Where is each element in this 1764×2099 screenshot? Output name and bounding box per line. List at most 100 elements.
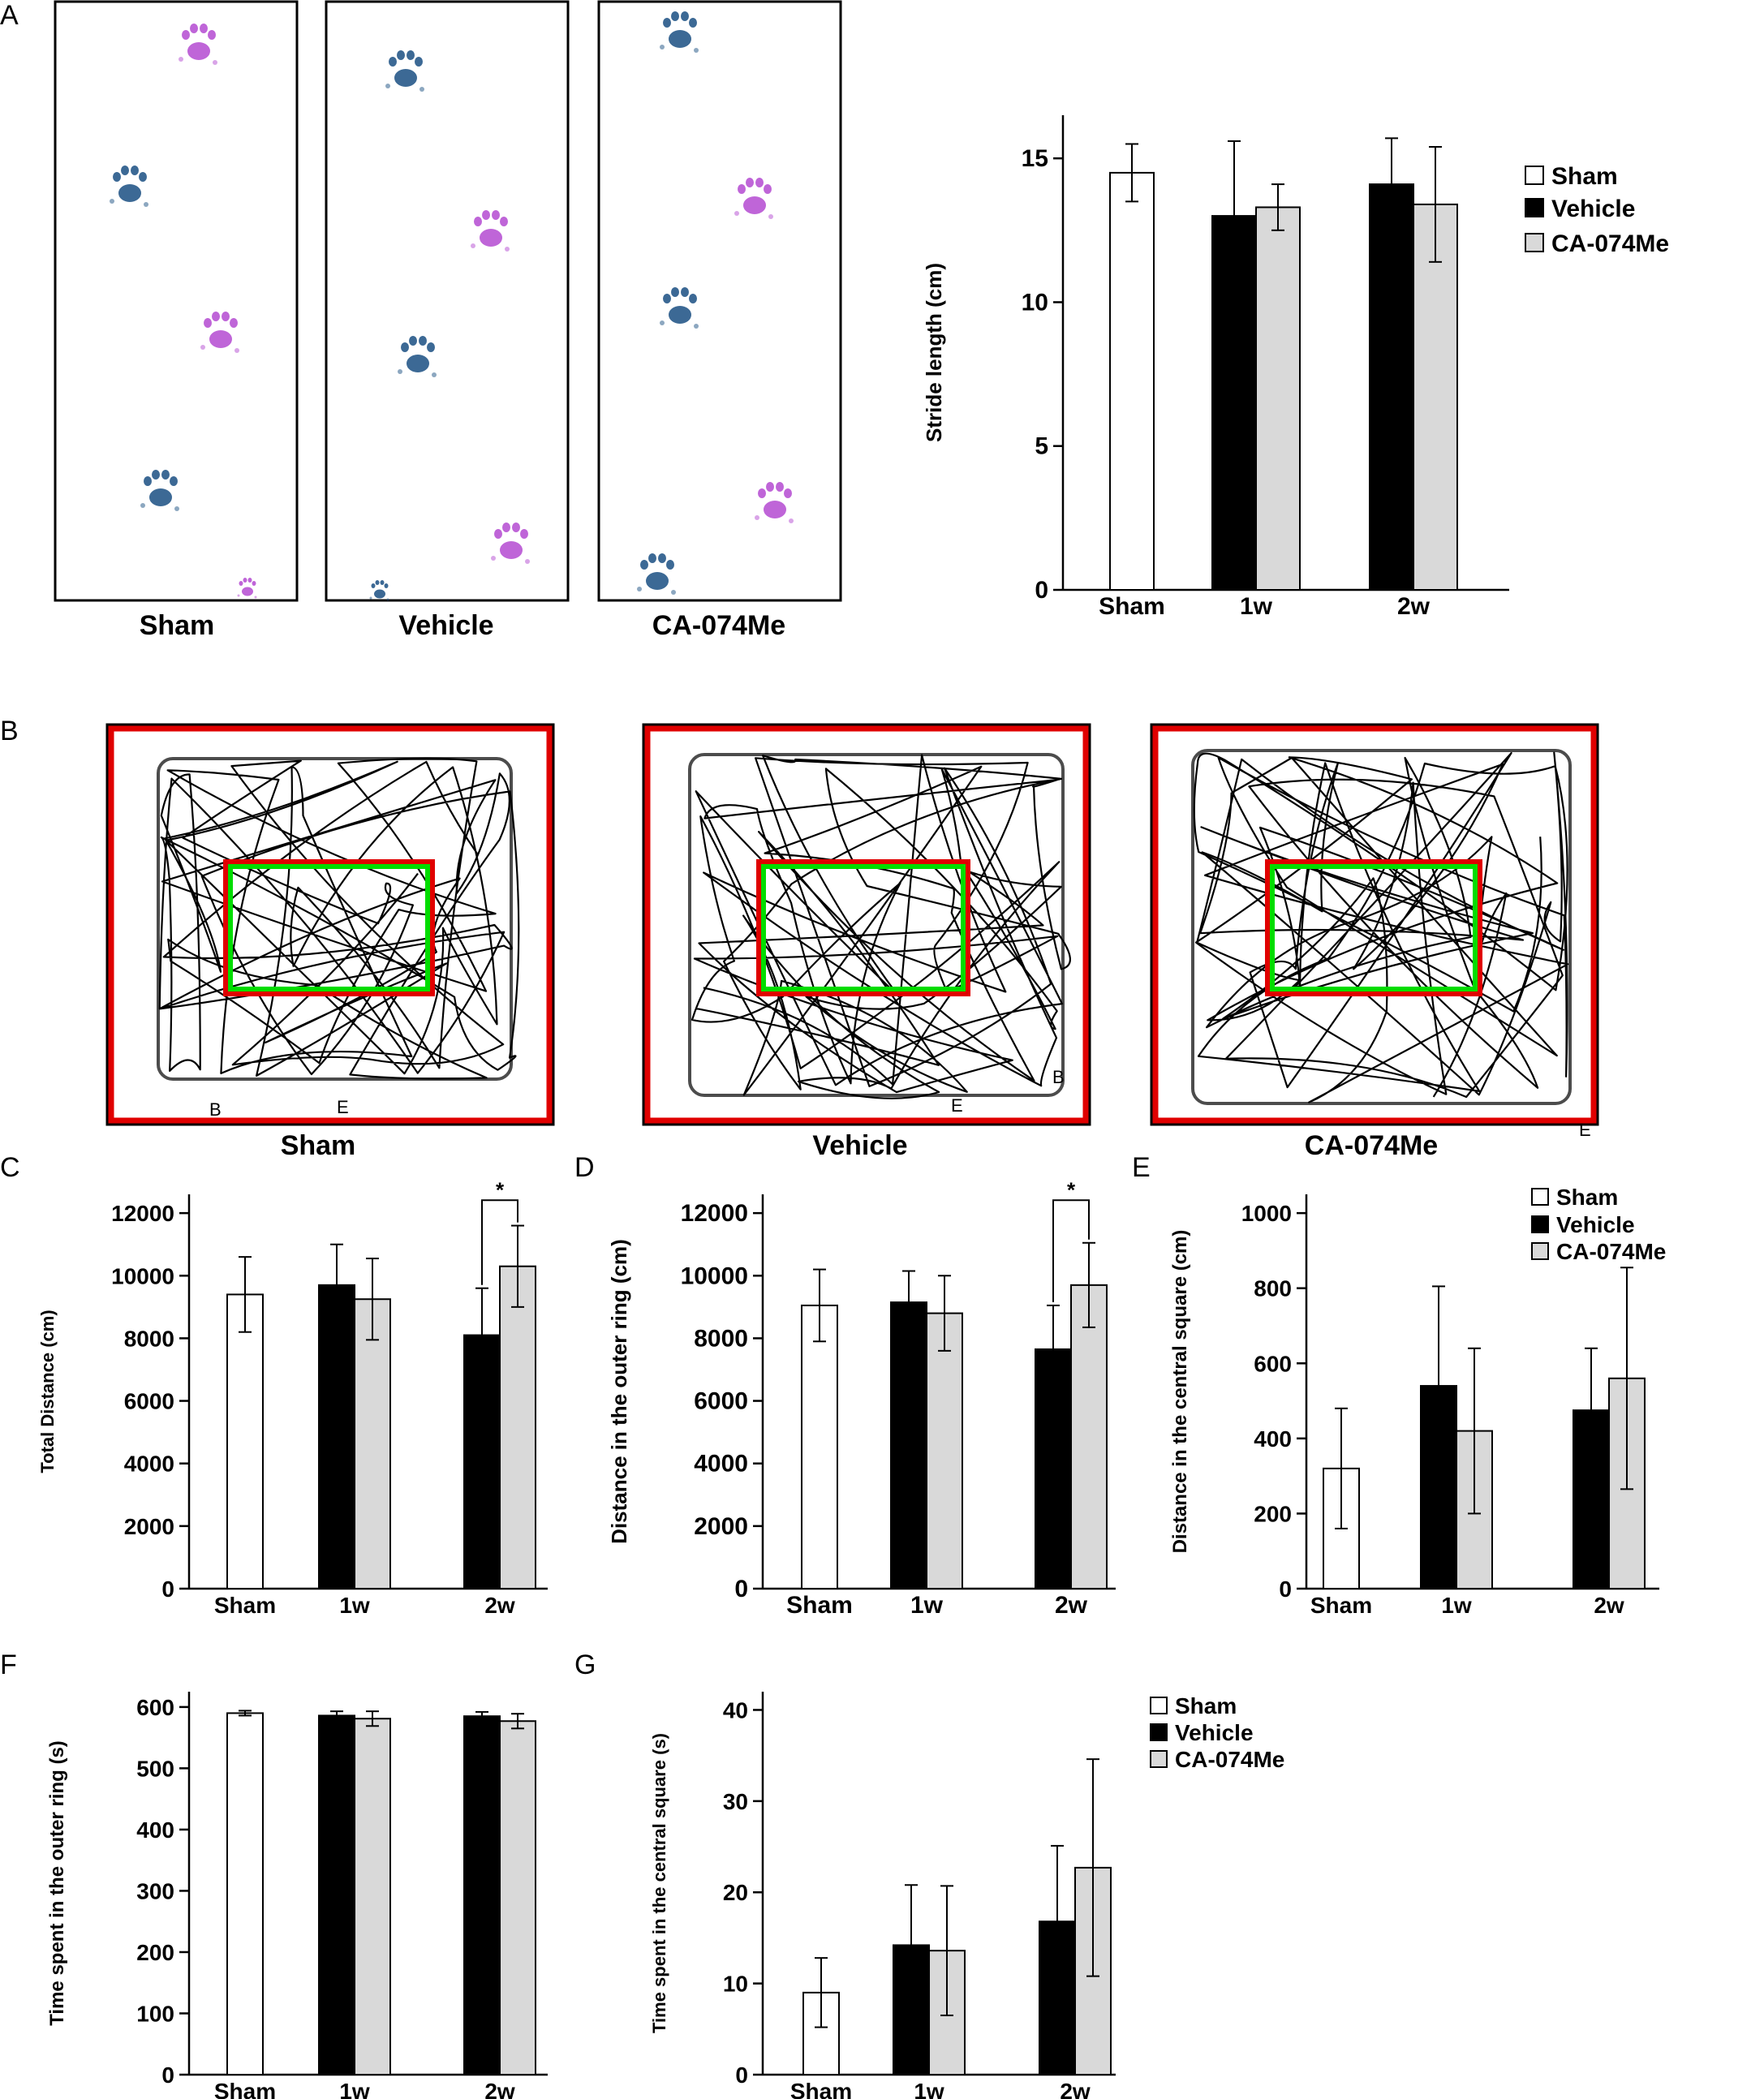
y-tick-label: 5 bbox=[1035, 433, 1048, 460]
y-tick-label: 200 bbox=[1254, 1501, 1292, 1526]
bar-sham-sham bbox=[226, 1293, 264, 1590]
panel-letter-b: B bbox=[0, 716, 19, 746]
panel-letter-c: C bbox=[0, 1152, 20, 1183]
panel-letter-d: D bbox=[574, 1152, 595, 1183]
bar-ca-074me-2w bbox=[499, 1720, 536, 2075]
paw-print bbox=[110, 166, 148, 207]
significance-bracket bbox=[481, 1199, 518, 1285]
y-tick-label: 0 bbox=[735, 2062, 748, 2088]
paw-print bbox=[660, 287, 699, 329]
y-tick-label: 800 bbox=[1254, 1276, 1292, 1301]
y-axis-label: Time spent in the outer ring (s) bbox=[46, 1740, 68, 2026]
legend-label-sham: Sham bbox=[1175, 1693, 1237, 1718]
x-tick-label: Sham bbox=[790, 2079, 852, 2099]
y-tick-label: 8000 bbox=[694, 1325, 748, 1352]
paw-print bbox=[140, 470, 179, 511]
panel-letter-g: G bbox=[574, 1650, 596, 1680]
bar-sham-sham bbox=[801, 1304, 838, 1590]
y-tick-label: 200 bbox=[136, 1940, 174, 1965]
bar-ca-074me-2w bbox=[1413, 203, 1458, 591]
y-tick-label: 10000 bbox=[681, 1262, 748, 1289]
x-tick-label: 1w bbox=[914, 2079, 944, 2099]
begin-marker: B bbox=[1052, 1067, 1065, 1087]
legend-swatch-vehicle bbox=[1525, 198, 1544, 217]
y-tick-label: 6000 bbox=[694, 1388, 748, 1415]
bar-sham-sham bbox=[1109, 171, 1155, 591]
footprint-label-ca074me: CA-074Me bbox=[652, 610, 785, 641]
y-tick-label: 0 bbox=[1035, 577, 1048, 604]
x-tick-label: Sham bbox=[786, 1592, 853, 1619]
bar-vehicle-1w bbox=[318, 1714, 355, 2076]
end-marker: E bbox=[337, 1097, 349, 1117]
paw-print bbox=[237, 578, 257, 599]
y-tick-label: 12000 bbox=[681, 1200, 748, 1227]
paw-print bbox=[179, 24, 217, 65]
legend-label-vehicle: Vehicle bbox=[1556, 1212, 1635, 1237]
x-tick-label: 2w bbox=[484, 1593, 515, 1618]
y-tick-label: 1000 bbox=[1241, 1201, 1292, 1226]
bar-vehicle-1w bbox=[318, 1284, 355, 1590]
legend-swatch-sham bbox=[1525, 166, 1544, 185]
significance-star: * bbox=[496, 1177, 505, 1202]
x-tick-label: Sham bbox=[1099, 593, 1165, 620]
y-tick-label: 0 bbox=[161, 1576, 174, 1602]
bar-ca-074me-1w bbox=[354, 1718, 391, 2075]
y-tick-label: 400 bbox=[1254, 1426, 1292, 1452]
y-tick-label: 30 bbox=[723, 1789, 748, 1814]
y-tick-label: 0 bbox=[734, 1576, 748, 1602]
track-panel-vehicle: B E bbox=[642, 723, 1091, 1126]
y-tick-label: 15 bbox=[1022, 145, 1048, 172]
y-tick-label: 0 bbox=[1279, 1576, 1292, 1602]
begin-marker: B bbox=[209, 1099, 222, 1120]
paw-print bbox=[637, 553, 676, 595]
x-tick-label: Sham bbox=[214, 2079, 276, 2099]
x-tick-label: 2w bbox=[1055, 1592, 1088, 1619]
end-marker: E bbox=[1579, 1120, 1591, 1140]
track-label-ca074me: CA-074Me bbox=[1305, 1130, 1438, 1161]
bar-sham-sham bbox=[226, 1712, 264, 2075]
x-tick-label: 2w bbox=[1594, 1593, 1624, 1618]
x-tick-label: 1w bbox=[1441, 1593, 1472, 1618]
y-tick-label: 500 bbox=[136, 1756, 174, 1781]
footprint-label-sham: Sham bbox=[140, 610, 215, 641]
significance-bracket bbox=[1052, 1199, 1090, 1302]
legend-panel-e: Sham Vehicle CA-074Me bbox=[1531, 1185, 1666, 1264]
bar-ca-074me-1w bbox=[1255, 206, 1301, 591]
legend-label-ca074me: CA-074Me bbox=[1551, 230, 1669, 257]
y-tick-label: 6000 bbox=[124, 1389, 174, 1414]
legend-panel-a: Sham Vehicle CA-074Me bbox=[1525, 163, 1669, 257]
panel-letter-a: A bbox=[0, 0, 19, 31]
track-label-vehicle: Vehicle bbox=[812, 1130, 907, 1161]
footprint-label-vehicle: Vehicle bbox=[398, 610, 493, 641]
legend-swatch-ca074me bbox=[1531, 1242, 1549, 1260]
paw-print bbox=[398, 336, 437, 377]
y-tick-label: 4000 bbox=[694, 1451, 748, 1477]
legend-panel-g: Sham Vehicle CA-074Me bbox=[1150, 1693, 1284, 1772]
y-axis-label: Distance in the central square (cm) bbox=[1169, 1230, 1191, 1554]
legend-label-ca074me: CA-074Me bbox=[1556, 1239, 1666, 1264]
footprint-panel-ca074me bbox=[597, 0, 842, 602]
y-tick-label: 2000 bbox=[694, 1513, 748, 1540]
x-tick-label: 1w bbox=[339, 1593, 370, 1618]
y-tick-label: 8000 bbox=[124, 1326, 174, 1351]
y-tick-label: 300 bbox=[136, 1878, 174, 1903]
track-panel-ca074me: E bbox=[1150, 723, 1599, 1140]
track-label-sham: Sham bbox=[281, 1130, 356, 1161]
panel-letter-e: E bbox=[1132, 1152, 1151, 1183]
bar-ca-074me-2w bbox=[1070, 1284, 1108, 1590]
end-marker: E bbox=[951, 1095, 963, 1116]
track-panel-sham: B E bbox=[105, 723, 555, 1126]
legend-swatch-sham bbox=[1531, 1188, 1549, 1206]
x-tick-label: 1w bbox=[910, 1592, 944, 1619]
paw-print bbox=[471, 210, 510, 252]
x-tick-label: 2w bbox=[1060, 2079, 1091, 2099]
y-tick-label: 10 bbox=[1022, 289, 1048, 316]
legend-swatch-sham bbox=[1150, 1697, 1168, 1714]
legend-label-vehicle: Vehicle bbox=[1175, 1720, 1254, 1745]
paw-print bbox=[491, 523, 530, 564]
x-tick-label: 1w bbox=[339, 2079, 370, 2099]
legend-label-vehicle: Vehicle bbox=[1551, 196, 1635, 222]
